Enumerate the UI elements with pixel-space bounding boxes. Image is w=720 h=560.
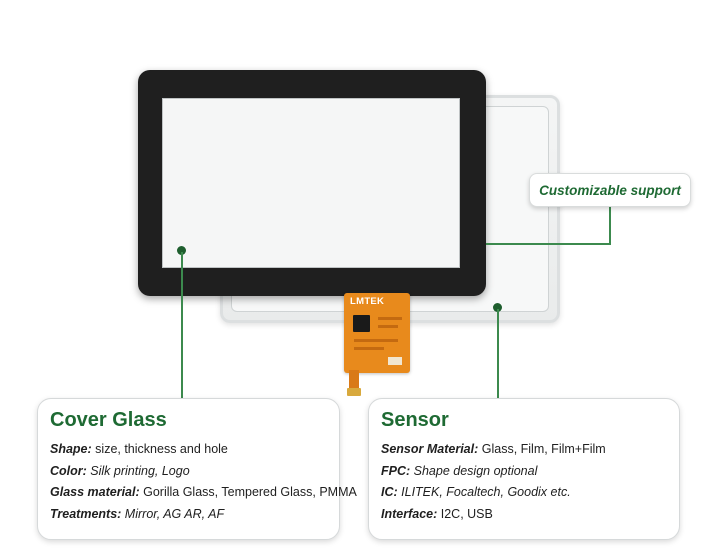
- spec-value: ILITEK, Focaltech, Goodix etc.: [397, 485, 571, 499]
- spec-key: Shape:: [50, 442, 92, 456]
- support-callout-line-h: [486, 243, 611, 245]
- cover-glass-callout-dot: [177, 246, 186, 255]
- sensor-title: Sensor: [381, 409, 449, 431]
- sensor-card: Sensor Sensor Material: Glass, Film, Fil…: [368, 398, 680, 540]
- fpc-trace: [378, 317, 402, 320]
- spec-key: Sensor Material:: [381, 442, 479, 456]
- spec-row-ic: IC: ILITEK, Focaltech, Goodix etc.: [381, 485, 679, 507]
- fpc-trace: [354, 347, 384, 350]
- spec-key: FPC:: [381, 463, 411, 478]
- spec-key: Interface:: [381, 506, 438, 521]
- fpc-tail: [349, 370, 359, 396]
- cover-glass-title: Cover Glass: [50, 409, 167, 431]
- spec-row-glass-material: Glass material: Gorilla Glass, Tempered …: [50, 485, 357, 507]
- fpc-brand-logo: LMTEK: [350, 296, 385, 307]
- fpc-trace: [378, 325, 398, 328]
- spec-value: size, thickness and hole: [91, 442, 228, 456]
- spec-key: Color:: [50, 463, 87, 478]
- fpc-connector: [388, 357, 402, 365]
- spec-value: Shape design optional: [410, 463, 538, 478]
- spec-row-interface: Interface: I2C, USB: [381, 507, 679, 529]
- spec-key: Treatments:: [50, 506, 122, 521]
- spec-value: Silk printing, Logo: [86, 463, 190, 478]
- cover-glass-callout-line: [181, 252, 183, 398]
- spec-row-fpc: FPC: Shape design optional: [381, 464, 679, 486]
- spec-row-sensor-material: Sensor Material: Glass, Film, Film+Film: [381, 442, 679, 464]
- cover-glass-panel-image: [138, 70, 486, 296]
- spec-key: IC:: [381, 485, 398, 499]
- spec-key: Glass material:: [50, 485, 140, 499]
- spec-row-treatments: Treatments: Mirror, AG AR, AF: [50, 507, 339, 529]
- fpc-trace: [354, 339, 398, 342]
- cover-glass-card: Cover Glass Shape: size, thickness and h…: [37, 398, 357, 540]
- spec-value: Glass, Film, Film+Film: [478, 442, 606, 456]
- spec-value: Gorilla Glass, Tempered Glass, PMMA: [139, 485, 357, 499]
- fpc-tail-contacts: [347, 388, 361, 396]
- sensor-callout-dot: [493, 303, 502, 312]
- cover-glass-window: [162, 98, 460, 268]
- spec-value: I2C, USB: [437, 506, 493, 521]
- fpc-board-image: LMTEK: [344, 293, 410, 373]
- support-callout-line-v: [609, 207, 611, 245]
- spec-row-color: Color: Silk printing, Logo: [50, 464, 339, 486]
- fpc-ic-chip: [353, 315, 370, 332]
- customizable-support-label: Customizable support: [529, 173, 691, 207]
- spec-row-shape: Shape: size, thickness and hole: [50, 442, 339, 464]
- spec-value: Mirror, AG AR, AF: [121, 506, 225, 521]
- sensor-callout-line: [497, 309, 499, 398]
